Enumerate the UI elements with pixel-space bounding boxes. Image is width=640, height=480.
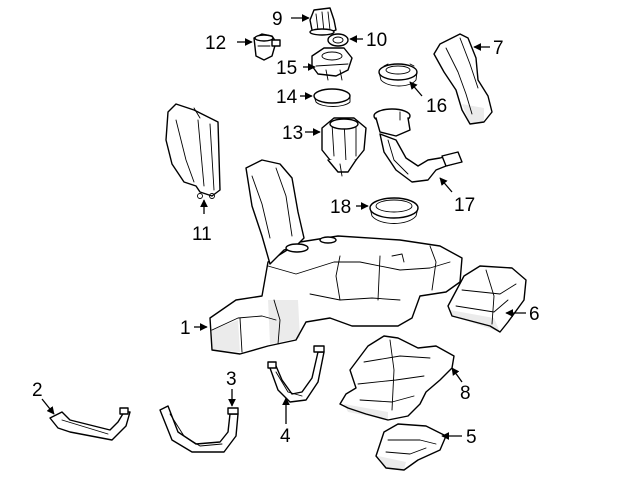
callout-8: 8	[460, 383, 471, 404]
tank-strap-middle	[159, 405, 239, 453]
callout-10: 10	[366, 30, 387, 51]
callout-3: 3	[226, 369, 237, 390]
heat-shield-center	[339, 335, 455, 421]
callout-numbers: 1 2 3 4 5 6 7 8 9 10 11 12 13 14 15 16 1…	[32, 9, 540, 448]
callout-15: 15	[276, 58, 297, 79]
callout-1: 1	[180, 318, 191, 339]
callout-9: 9	[272, 9, 283, 30]
mounting-plate	[165, 103, 221, 199]
fuel-tank	[209, 159, 463, 355]
callout-7: 7	[493, 38, 504, 59]
tank-strap-left	[49, 407, 131, 441]
callout-11: 11	[192, 224, 212, 245]
fuel-pump	[321, 117, 367, 177]
pump-cover	[311, 47, 353, 81]
fuel-sender-unit	[373, 108, 463, 183]
callout-14: 14	[276, 87, 298, 108]
small-o-ring	[327, 33, 349, 47]
callout-5: 5	[466, 427, 477, 448]
sender-lock-ring	[378, 63, 418, 87]
pump-seal-ring	[313, 88, 351, 107]
leader-lines	[41, 14, 526, 440]
callout-18: 18	[330, 197, 351, 218]
filler-neck-duct	[433, 33, 493, 125]
vent-valve	[253, 33, 281, 61]
callout-2: 2	[32, 380, 43, 401]
small-heat-shield	[375, 423, 447, 471]
filler-cap	[309, 7, 337, 36]
tank-strap-right	[267, 345, 325, 403]
callout-4: 4	[280, 426, 291, 447]
callout-13: 13	[282, 123, 303, 144]
callout-17: 17	[454, 195, 475, 216]
callout-6: 6	[529, 304, 540, 325]
callout-16: 16	[426, 96, 447, 117]
callout-12: 12	[205, 33, 226, 54]
tank-gasket-ring	[369, 197, 419, 224]
